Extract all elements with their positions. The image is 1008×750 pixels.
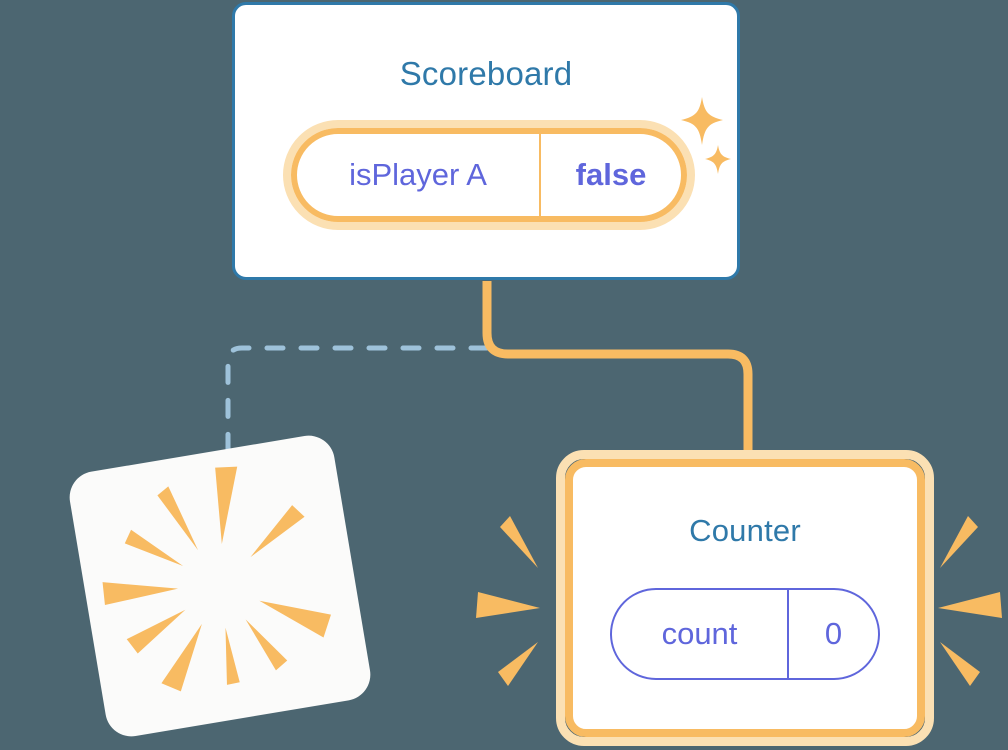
solid-connector-scoreboard-to-counter xyxy=(482,281,753,462)
ray xyxy=(476,592,540,618)
counter-title: Counter xyxy=(689,513,801,548)
scoreboard-pill-inner-ring: isPlayer A false xyxy=(291,128,687,222)
counter-pill-divider xyxy=(787,590,789,678)
ray xyxy=(940,516,978,568)
scoreboard-state-pill[interactable]: isPlayer A false xyxy=(283,120,695,230)
scoreboard-state-value: false xyxy=(575,157,647,192)
scoreboard-title: Scoreboard xyxy=(399,55,573,92)
ray xyxy=(940,642,980,686)
counter-state-key: count xyxy=(661,616,738,651)
sparkle-small-icon xyxy=(703,143,733,177)
ray xyxy=(938,592,1002,618)
ray xyxy=(498,642,538,686)
scoreboard-state-key: isPlayer A xyxy=(349,157,487,192)
scoreboard-pill-divider xyxy=(539,128,541,222)
counter-burst-rays-right xyxy=(938,516,1002,686)
sparkle-large-icon xyxy=(679,95,725,147)
counter-burst-rays-left xyxy=(476,516,540,686)
ray xyxy=(500,516,538,568)
scoreboard-pill-outer-ring xyxy=(283,120,695,230)
blank-card-burst-rays xyxy=(102,466,331,692)
counter-state-pill[interactable]: count 0 xyxy=(610,588,880,680)
counter-card[interactable]: Counter count 0 xyxy=(556,450,934,746)
scoreboard-card[interactable]: Scoreboard isPlayer A false xyxy=(232,2,740,280)
blank-card[interactable] xyxy=(65,431,375,741)
counter-state-value: 0 xyxy=(824,616,843,651)
